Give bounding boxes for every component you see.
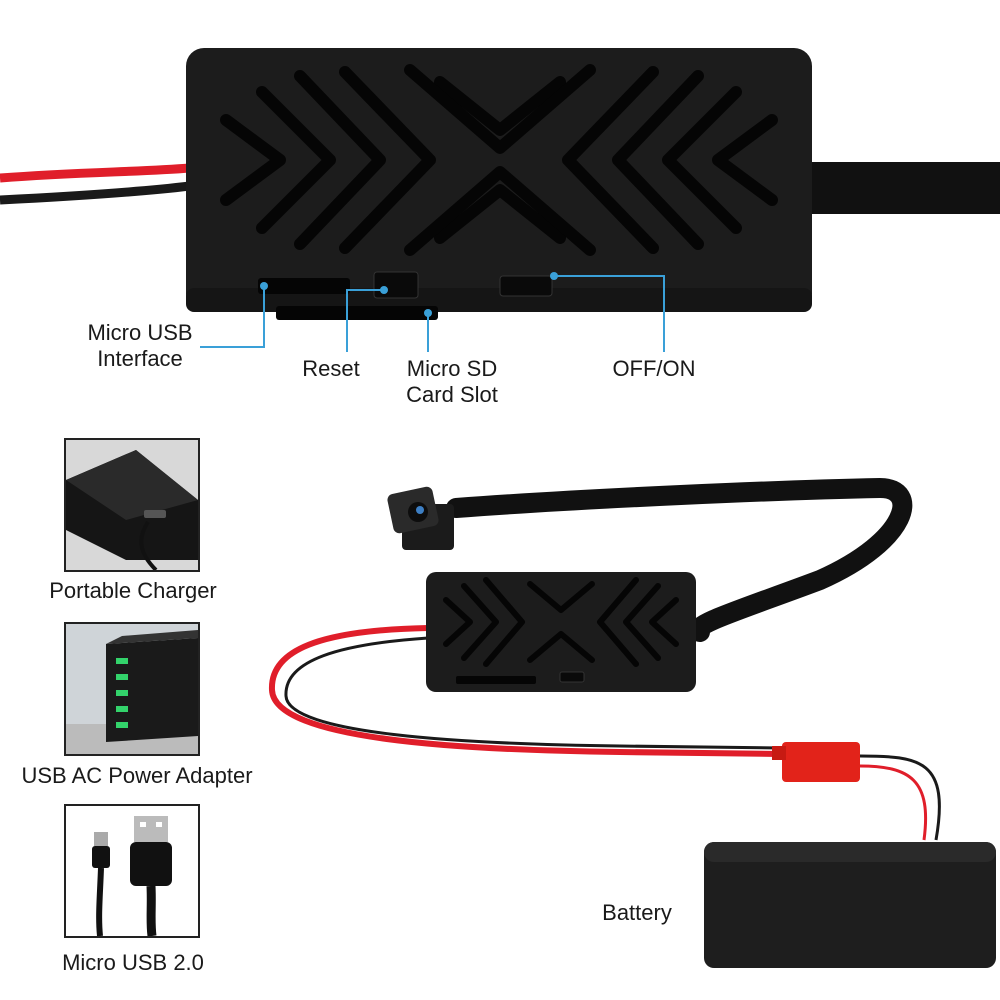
micro-usb-label-line2: Interface	[97, 346, 183, 371]
reset-label: Reset	[302, 356, 360, 381]
sd-slot-label: Micro SD Card Slot	[392, 356, 512, 408]
battery-label: Battery	[602, 900, 672, 925]
assembled-setup	[268, 477, 996, 968]
micro-usb-label-line1: Micro USB	[87, 320, 193, 345]
sd-slot-label-line1: Micro SD	[406, 356, 498, 381]
micro-usb-label: Micro USB Interface	[74, 320, 206, 372]
usb-ac-adapter-caption: USB AC Power Adapter	[21, 763, 253, 788]
portable-charger-caption: Portable Charger	[49, 578, 217, 603]
portable-charger-icon	[66, 440, 198, 570]
micro-usb-cable-thumb	[64, 804, 200, 938]
usb-ac-adapter-icon	[66, 624, 198, 754]
portable-charger-thumb	[64, 438, 200, 572]
usb-ac-adapter-thumb	[64, 622, 200, 756]
off-on-label: OFF/ON	[612, 356, 696, 381]
sd-slot-label-line2: Card Slot	[406, 382, 498, 407]
camera-module	[387, 486, 454, 550]
micro-usb-cable-icon	[66, 806, 198, 936]
device-closeup	[0, 48, 1000, 352]
micro-usb-cable-caption: Micro USB 2.0	[62, 950, 204, 975]
